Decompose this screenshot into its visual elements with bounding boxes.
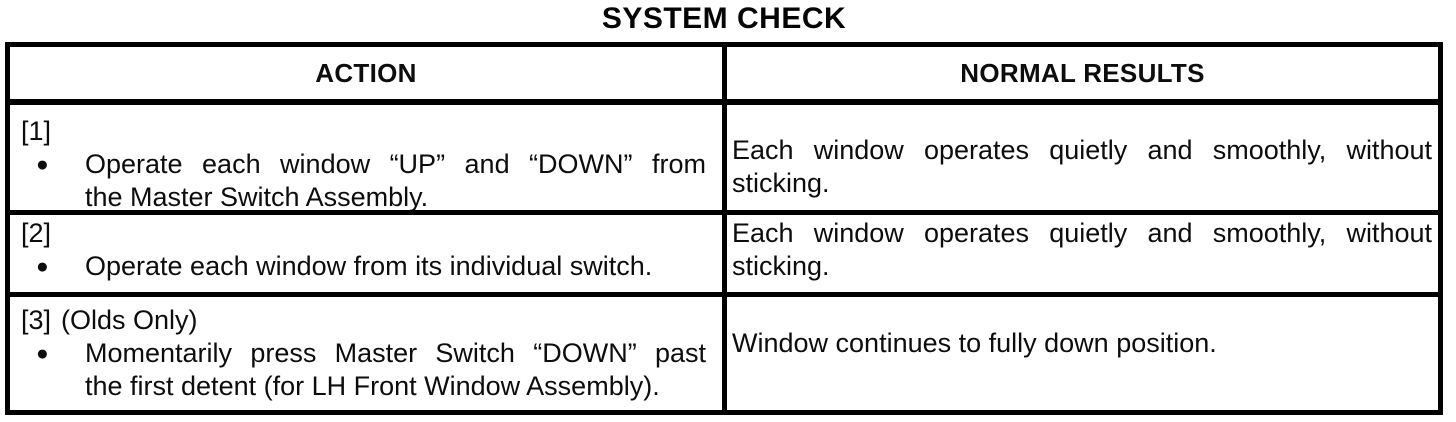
result-cell: Each window operates quietly and smoothl… <box>727 105 1438 210</box>
text-line: sticking. <box>732 168 830 198</box>
action-cell: [2] ● Operate each window from its indiv… <box>10 215 727 292</box>
action-cell: [1] ● Operate each window “UP” and “DOWN… <box>10 105 727 210</box>
step-label: [1] <box>21 116 52 146</box>
text-line: Momentarily press Master Switch “DOWN” p… <box>85 338 706 368</box>
step-label: [3] <box>21 305 52 335</box>
text-line: Each window operates quietly and smoothl… <box>732 135 1432 165</box>
step-line: [1] <box>21 115 706 148</box>
header-results-cell: NORMAL RESULTS <box>727 47 1438 99</box>
text-line: the Master Switch Assembly. <box>85 182 429 210</box>
step-line: [3] (Olds Only) <box>21 304 706 337</box>
step-note: (Olds Only) <box>61 305 198 335</box>
bullet-icon: ● <box>36 153 49 176</box>
result-cell: Each window operates quietly and smoothl… <box>727 215 1438 292</box>
page-title: SYSTEM CHECK <box>601 2 847 35</box>
bullet-icon: ● <box>36 342 49 365</box>
header-results-label: NORMAL RESULTS <box>960 57 1205 88</box>
text-line: the first detent (for LH Front Window As… <box>85 371 660 401</box>
action-item: ● Operate each window from its individua… <box>21 250 706 283</box>
header-action-cell: ACTION <box>10 47 727 99</box>
action-item: ● Momentarily press Master Switch “DOWN”… <box>21 337 706 403</box>
text-line: Operate each window from its individual … <box>85 251 653 281</box>
text-line: Each window operates quietly and smoothl… <box>732 218 1432 248</box>
bullet-icon: ● <box>36 255 49 278</box>
header-action-label: ACTION <box>315 57 417 88</box>
action-text: Operate each window “UP” and “DOWN” from… <box>85 148 706 210</box>
action-item: ● Operate each window “UP” and “DOWN” fr… <box>21 148 706 210</box>
action-text: Operate each window from its individual … <box>85 250 706 283</box>
table-row-2: [2] ● Operate each window from its indiv… <box>10 215 1438 297</box>
table-row-3: [3] (Olds Only) ● Momentarily press Maste… <box>10 297 1438 410</box>
step-label: [2] <box>21 218 52 248</box>
result-cell: Window continues to fully down position. <box>727 297 1438 410</box>
text-line: Window continues to fully down position. <box>732 328 1217 358</box>
action-text: Momentarily press Master Switch “DOWN” p… <box>85 337 706 403</box>
text-line: Operate each window “UP” and “DOWN” from <box>85 149 706 179</box>
table-row-1: [1] ● Operate each window “UP” and “DOWN… <box>10 105 1438 215</box>
system-check-table: ACTION NORMAL RESULTS [1] ● Operate each… <box>5 42 1443 415</box>
text-line: sticking. <box>732 251 830 281</box>
header-row: ACTION NORMAL RESULTS <box>10 47 1438 105</box>
step-line: [2] <box>21 217 706 250</box>
action-cell: [3] (Olds Only) ● Momentarily press Maste… <box>10 297 727 410</box>
